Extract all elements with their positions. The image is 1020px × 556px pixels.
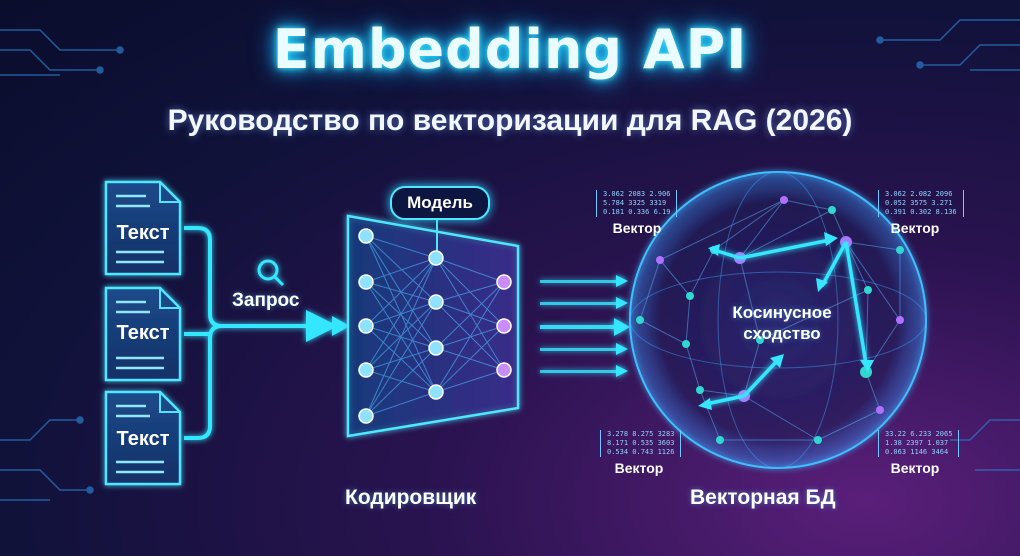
sphere-node xyxy=(682,340,690,348)
encoder-node xyxy=(358,318,374,334)
page-title: Embedding API xyxy=(272,18,748,81)
cosine-similarity-label: Косинусное сходство xyxy=(712,302,852,344)
encoder-node xyxy=(496,318,512,334)
search-icon xyxy=(257,259,285,287)
sphere-node xyxy=(716,436,724,444)
document-label-1: Текст xyxy=(116,222,170,244)
sphere-node xyxy=(756,336,764,344)
document-icons xyxy=(104,180,182,486)
document-icon-1 xyxy=(104,180,182,276)
sphere-node xyxy=(780,196,788,204)
document-icon-2 xyxy=(104,286,182,382)
cosine-label-line-2: сходство xyxy=(743,324,821,343)
similarity-arrowheads xyxy=(698,232,874,410)
bracket-connector xyxy=(184,226,338,440)
encoder-node xyxy=(428,340,444,356)
circuit-traces xyxy=(0,19,1020,501)
encoder-node xyxy=(358,228,374,244)
sphere-node xyxy=(828,206,836,214)
encoder-node xyxy=(358,408,374,424)
encoder-node xyxy=(428,384,444,400)
cosine-label-line-1: Косинусное xyxy=(732,303,832,322)
vector-label-3: Вектор xyxy=(614,460,664,476)
encoder-network xyxy=(346,214,520,438)
sphere-node xyxy=(876,406,884,414)
sphere-node xyxy=(696,386,704,394)
vector-db-sphere xyxy=(629,171,927,469)
sphere-node xyxy=(656,256,664,264)
sphere-node xyxy=(864,286,872,294)
similarity-arrows xyxy=(705,238,868,406)
query-label: Запрос xyxy=(232,290,300,311)
flow-arrows xyxy=(540,275,630,377)
encoder-node xyxy=(496,274,512,290)
model-badge: Модель xyxy=(390,186,490,220)
sphere-node xyxy=(814,436,822,444)
sphere-node xyxy=(686,292,694,300)
vector-label-2: Вектор xyxy=(890,220,940,236)
encoder-node xyxy=(358,274,374,290)
sphere-node xyxy=(896,316,904,324)
encoder-caption: Кодировщик xyxy=(345,486,477,509)
arrow-to-encoder xyxy=(332,316,350,336)
encoder-node xyxy=(428,250,444,266)
encoder-node xyxy=(428,294,444,310)
database-caption: Векторная БД xyxy=(690,486,836,509)
document-label-3: Текст xyxy=(116,428,170,450)
encoder-node xyxy=(358,362,374,378)
sphere-node xyxy=(896,246,904,254)
document-icon-3 xyxy=(104,390,182,486)
document-label-2: Текст xyxy=(116,322,170,344)
sphere-node xyxy=(636,316,644,324)
encoder-node xyxy=(496,362,512,378)
page-subtitle: Руководство по векторизации для RAG (202… xyxy=(167,104,853,137)
vector-label-1: Вектор xyxy=(612,220,662,236)
vector-label-4: Вектор xyxy=(890,460,940,476)
